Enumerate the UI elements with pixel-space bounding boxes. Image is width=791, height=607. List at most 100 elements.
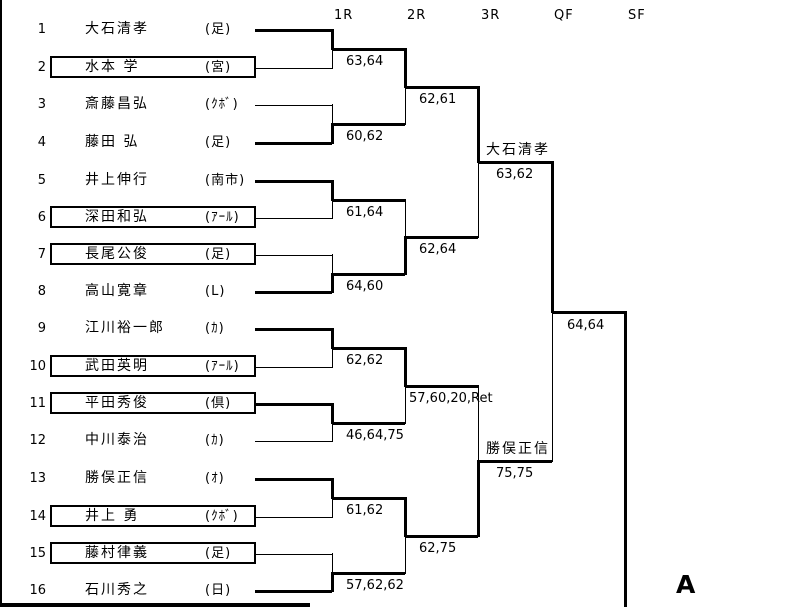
round-header-3r: 3R [481, 8, 501, 23]
bracket-line [478, 161, 479, 238]
player-affiliation: (日) [205, 583, 232, 598]
bracket-line [332, 254, 333, 275]
player-affiliation: (足) [205, 546, 232, 561]
player-seed: 2 [37, 60, 46, 75]
player-seed: 5 [37, 173, 46, 188]
bracket-line [478, 161, 552, 164]
bracket-line [552, 311, 553, 462]
player-seed: 10 [29, 359, 46, 374]
bracket-line [255, 403, 332, 406]
bracket-line [255, 517, 332, 518]
match-score: 61,64 [346, 205, 384, 220]
round-header-qf: QF [554, 8, 574, 23]
player-name: 井上伸行 [85, 172, 149, 188]
bracket-line [255, 218, 332, 219]
player-name: 藤田 弘 [85, 134, 140, 150]
bracket-line [332, 347, 333, 368]
player-seed: 4 [37, 135, 46, 150]
match-score: 64,60 [346, 279, 384, 294]
player-box [50, 505, 256, 527]
player-name: 高山寛章 [85, 283, 149, 299]
match-score: 63,64 [346, 54, 384, 69]
match-score: 57,60,20,Ret [409, 391, 493, 406]
match-winner-label: 勝俣正信 [486, 441, 550, 457]
bracket-line [332, 347, 405, 350]
match-score: 75,75 [496, 466, 534, 481]
bracket-line [331, 123, 334, 144]
player-name: 江川裕一郎 [85, 320, 165, 336]
player-affiliation: (足) [205, 247, 232, 262]
bracket-line [404, 497, 407, 537]
player-name: 藤村律義 [85, 545, 149, 561]
page-border-bottom [0, 603, 310, 607]
bracket-line [255, 142, 332, 145]
bracket-line [405, 236, 478, 239]
player-affiliation: (L) [205, 284, 226, 299]
bracket-line [405, 86, 406, 125]
player-affiliation: (ｵ) [205, 471, 225, 486]
bracket-line [332, 497, 405, 500]
player-name: 深田和弘 [85, 209, 149, 225]
match-score: 63,62 [496, 167, 534, 182]
bracket-line [255, 68, 332, 69]
player-box [50, 355, 256, 377]
bracket-line [331, 572, 334, 592]
player-name: 平田秀俊 [85, 395, 149, 411]
bracket-line [404, 236, 407, 275]
player-name: 中川泰治 [85, 432, 149, 448]
player-box [50, 206, 256, 228]
bracket-line [332, 123, 405, 126]
match-score: 64,64 [567, 318, 605, 333]
player-name: 勝俣正信 [85, 470, 149, 486]
player-affiliation: (足) [205, 22, 232, 37]
bracket-line [332, 422, 333, 442]
bracket-line [332, 104, 333, 125]
bracket-line [405, 385, 406, 424]
player-name: 水本 学 [85, 59, 140, 75]
player-name: 斎藤昌弘 [85, 96, 149, 112]
bracket-line [331, 403, 334, 424]
bracket-line [405, 535, 406, 574]
match-score: 61,62 [346, 503, 384, 518]
bracket-line [255, 291, 332, 294]
bracket-line [332, 48, 333, 69]
bracket-line [331, 180, 334, 201]
player-seed: 11 [29, 396, 46, 411]
player-affiliation: (南市) [205, 173, 246, 188]
bracket-line [331, 328, 334, 349]
bracket-line [331, 29, 334, 50]
player-affiliation: (ｶ) [205, 321, 225, 336]
match-score: 62,75 [419, 541, 457, 556]
bracket-line [405, 535, 478, 538]
player-name: 井上 勇 [85, 508, 140, 524]
player-affiliation: (ｱｰﾙ) [205, 210, 240, 225]
bracket-line [255, 180, 332, 183]
player-seed: 8 [37, 284, 46, 299]
bracket-line [405, 86, 478, 89]
round-header-sf: SF [628, 8, 646, 23]
player-name: 大石清孝 [85, 21, 149, 37]
bracket-line [332, 273, 405, 276]
bracket-line [478, 460, 552, 463]
bracket-line [404, 48, 407, 88]
match-score: 62,61 [419, 92, 457, 107]
bracket-line [477, 86, 480, 163]
player-seed: 13 [29, 471, 46, 486]
player-seed: 1 [37, 22, 46, 37]
bracket-line [478, 385, 479, 462]
bracket-line [405, 385, 478, 388]
bracket-line [477, 460, 480, 537]
page-border-left [0, 0, 2, 607]
player-seed: 12 [29, 433, 46, 448]
bracket-line [255, 255, 332, 256]
bracket-line [332, 422, 405, 425]
bracket-line [551, 161, 554, 313]
player-box [50, 542, 256, 564]
player-box [50, 243, 256, 265]
bracket-line [332, 199, 333, 219]
bracket-line [552, 311, 625, 314]
match-score: 60,62 [346, 129, 384, 144]
player-affiliation: (ｸﾎﾞ) [205, 97, 239, 112]
player-seed: 14 [29, 509, 46, 524]
